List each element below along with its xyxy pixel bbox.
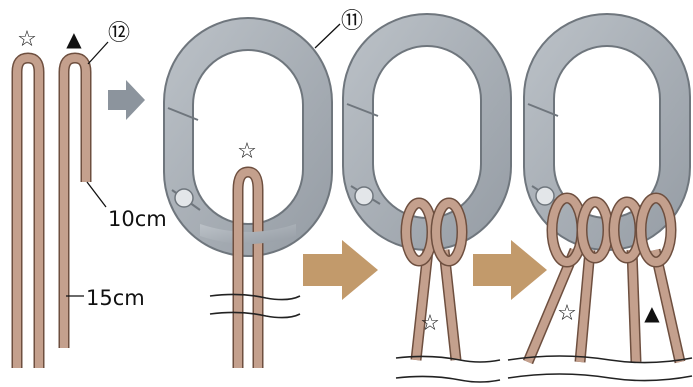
- star-marker-icon: ☆: [237, 139, 257, 164]
- folded-cord-right: [64, 58, 86, 348]
- arrow-right-icon: [303, 240, 378, 300]
- arrow-right-icon: [108, 80, 145, 120]
- triangle-marker-icon: ▲: [644, 301, 660, 325]
- part-number-12: ⑫: [108, 21, 130, 46]
- arrow-right-icon: [473, 240, 547, 300]
- cut-mark: [508, 374, 692, 381]
- triangle-marker-icon: ▲: [66, 27, 82, 51]
- star-marker-icon: ☆: [420, 311, 440, 336]
- carabiner-ring-1: [164, 18, 332, 256]
- measure-label-fold: 10cm: [108, 207, 167, 231]
- leader-line-12: [88, 42, 108, 64]
- star-marker-icon: ☆: [17, 27, 37, 52]
- leader-line-10cm: [87, 182, 106, 207]
- folded-cord-left: [17, 58, 39, 368]
- cut-mark: [508, 356, 692, 363]
- measure-label-cord: 15cm: [86, 286, 145, 310]
- star-marker-icon: ☆: [557, 301, 577, 326]
- part-number-11: ⑪: [341, 9, 363, 34]
- cut-mark: [396, 376, 500, 382]
- leader-line-11: [315, 24, 340, 48]
